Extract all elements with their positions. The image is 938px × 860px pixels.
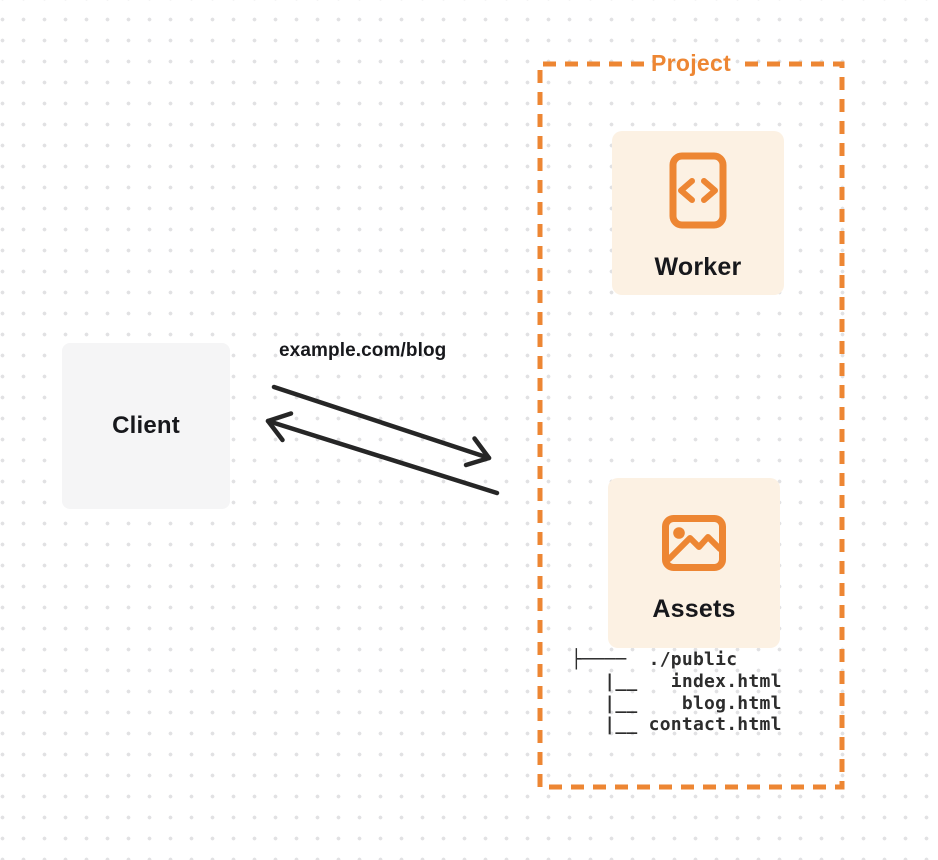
request-arrowhead-icon <box>463 436 492 468</box>
worker-node: Worker <box>612 131 784 295</box>
project-label-wrap: Project <box>540 50 842 77</box>
client-node: Client <box>62 343 230 509</box>
assets-node: Assets <box>608 478 780 648</box>
request-arrow <box>271 384 492 468</box>
response-arrow-line <box>265 418 500 496</box>
request-url-label: example.com/blog <box>279 340 447 361</box>
image-icon <box>662 515 726 571</box>
response-arrow <box>265 411 500 496</box>
request-arrow-line <box>271 384 492 461</box>
code-document-icon <box>669 152 727 229</box>
client-label: Client <box>112 412 180 439</box>
assets-label: Assets <box>652 595 736 623</box>
assets-file-tree: ├──── ./public |__ index.html |__ blog.h… <box>571 649 782 736</box>
project-dashed-border <box>537 61 845 790</box>
project-label: Project <box>650 50 732 76</box>
response-arrowhead-icon <box>265 411 294 443</box>
worker-label: Worker <box>654 253 742 281</box>
